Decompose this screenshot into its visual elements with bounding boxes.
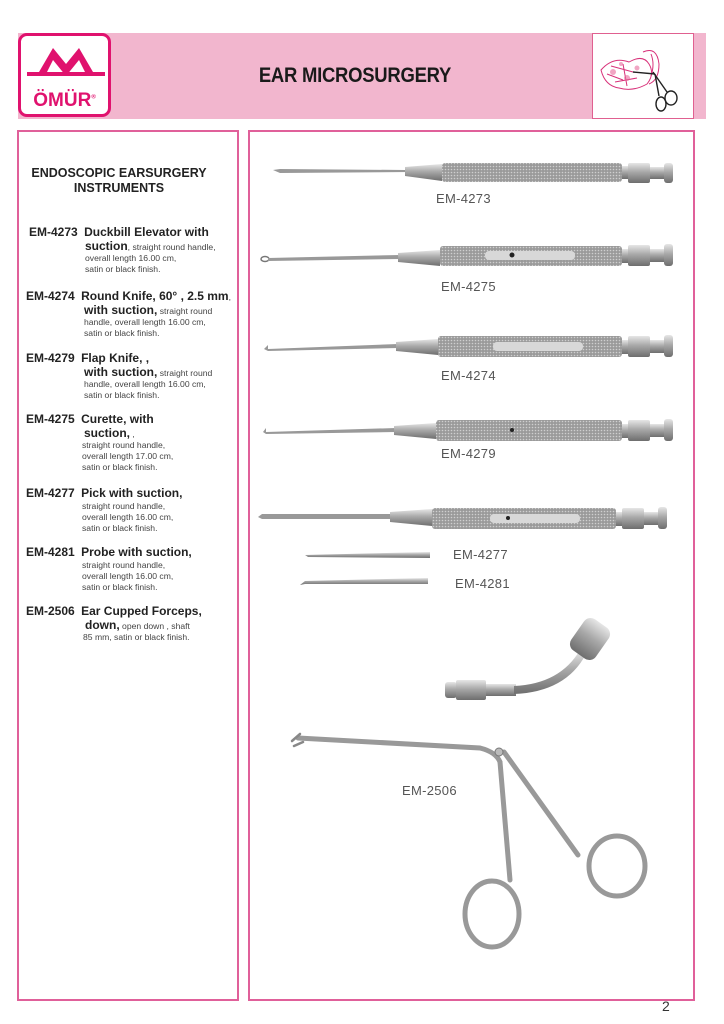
item-desc: straight round — [157, 367, 213, 378]
ear-anatomy-scissors-icon — [600, 50, 678, 112]
brand-name: ÖMÜR® — [21, 90, 108, 112]
item-code: EM-4275 — [26, 412, 75, 426]
item-name: Curette, with — [81, 412, 154, 426]
item-desc: satin or black finish. — [84, 390, 160, 400]
item-desc: , — [228, 292, 231, 302]
item-name: Duckbill Elevator with — [84, 225, 209, 239]
item-desc: , — [130, 428, 135, 439]
item-code: EM-4277 — [26, 486, 75, 500]
item-name-cont: with suction, — [84, 302, 158, 317]
item-desc: handle, overall length 16.00 cm, — [84, 379, 206, 389]
section-title-line2: INSTRUMENTS — [73, 181, 165, 195]
item-desc: overall length 17.00 cm, — [82, 451, 174, 461]
figure-label-em-4281: EM-4281 — [455, 576, 510, 591]
item-desc: handle, overall length 16.00 cm, — [84, 317, 206, 327]
m-mountain-icon — [27, 48, 105, 76]
item-em-4275: EM-4275 Curette, with suction, , straigh… — [26, 413, 173, 473]
item-desc: satin or black finish. — [85, 264, 161, 274]
item-em-4281: EM-4281 Probe with suction, straight rou… — [26, 546, 192, 593]
item-desc: satin or black finish. — [84, 328, 160, 338]
figure-label-em-4277: EM-4277 — [453, 547, 508, 562]
item-desc: satin or black finish. — [82, 462, 158, 472]
page-title: EAR MICROSURGERY — [258, 64, 452, 87]
item-desc: straight round handle, — [82, 440, 166, 450]
item-name: Flap Knife, , — [81, 351, 150, 365]
figure-label-em-4273: EM-4273 — [436, 191, 491, 206]
item-em-4273: EM-4273 Duckbill Elevator with suction, … — [29, 226, 216, 275]
ear-surgery-thumbnail — [592, 33, 694, 119]
item-desc: satin or black finish. — [82, 581, 158, 592]
description-panel: ENDOSCOPIC EARSURGERY INSTRUMENTS EM-427… — [17, 130, 239, 1001]
item-desc: satin or black finish. — [82, 522, 158, 533]
page-number: 2 — [662, 998, 670, 1014]
figure-label-em-4274: EM-4274 — [441, 368, 496, 383]
item-desc: overall length 16.00 cm, — [82, 570, 174, 581]
section-title-line1: ENDOSCOPIC EARSURGERY — [31, 166, 207, 180]
item-name: Probe with suction, — [81, 545, 192, 559]
item-desc: straight round handle, — [82, 500, 166, 511]
item-name: Pick with suction, — [81, 486, 183, 500]
item-em-4277: EM-4277 Pick with suction, straight roun… — [26, 487, 182, 534]
item-name-cont: suction — [85, 238, 128, 253]
item-code: EM-4281 — [26, 545, 75, 559]
item-desc: overall length 16.00 cm, — [82, 511, 174, 522]
registered-mark: ® — [91, 94, 96, 101]
item-code: EM-4273 — [29, 225, 78, 239]
item-em-4279: EM-4279 Flap Knife, , with suction, stra… — [26, 352, 212, 401]
figure-label-em-2506: EM-2506 — [402, 783, 457, 798]
item-name: Ear Cupped Forceps, — [81, 604, 202, 618]
figure-label-em-4279: EM-4279 — [441, 446, 496, 461]
item-code: EM-4274 — [26, 289, 75, 303]
section-title: ENDOSCOPIC EARSURGERY INSTRUMENTS — [19, 166, 219, 196]
item-name-cont: with suction, — [84, 364, 158, 379]
item-em-4274: EM-4274 Round Knife, 60° , 2.5 mm, with … — [26, 290, 231, 339]
header-band — [18, 33, 706, 119]
item-em-2506: EM-2506 Ear Cupped Forceps, down, open d… — [26, 605, 202, 643]
item-code: EM-4279 — [26, 351, 75, 365]
item-name-cont: down, — [85, 617, 120, 632]
item-desc: 85 mm, satin or black finish. — [83, 632, 190, 642]
item-desc: straight round — [157, 305, 213, 316]
item-code: EM-2506 — [26, 604, 75, 618]
brand-logo: ÖMÜR® — [18, 33, 111, 117]
item-desc: , straight round handle, — [127, 241, 216, 252]
item-desc: open down , shaft — [119, 620, 190, 631]
item-desc: overall length 16.00 cm, — [85, 253, 177, 263]
figure-label-em-4275: EM-4275 — [441, 279, 496, 294]
item-name: Round Knife, 60° , 2.5 mm — [81, 289, 229, 303]
item-desc: straight round handle, — [82, 559, 166, 570]
brand-text: ÖMÜR — [33, 90, 92, 111]
item-name-cont: suction, — [84, 425, 131, 440]
instruments-photo-panel — [248, 130, 695, 1001]
